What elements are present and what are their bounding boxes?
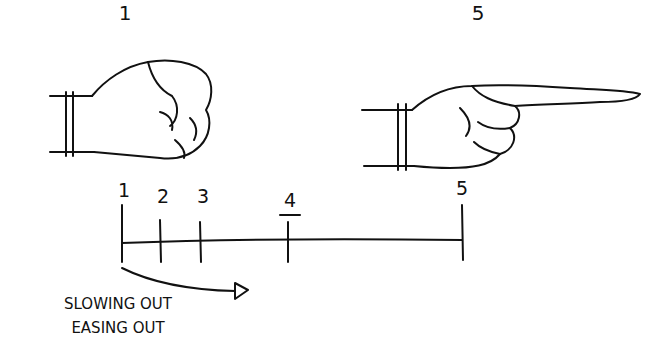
fist-detail (148, 62, 196, 158)
arrow-head (235, 283, 248, 299)
note: SLOWING OUT (64, 296, 172, 313)
cuff (398, 104, 406, 170)
timeline-tick (122, 205, 463, 262)
pointing-hand (412, 85, 640, 168)
frame-number: 3 (197, 186, 209, 207)
pose-number: 1 (119, 2, 132, 24)
pose-number: 5 (472, 2, 485, 24)
hand-detail (460, 86, 515, 154)
frame-number: 5 (456, 178, 468, 199)
underline (280, 214, 300, 216)
frame-number: 2 (157, 186, 169, 207)
frame-number: 4 (284, 190, 296, 211)
timeline (122, 239, 462, 243)
frame-number: 1 (118, 180, 130, 201)
note: EASING OUT (71, 320, 164, 337)
easing-arrow (122, 268, 235, 291)
cuff (66, 92, 73, 156)
fist (92, 61, 211, 159)
